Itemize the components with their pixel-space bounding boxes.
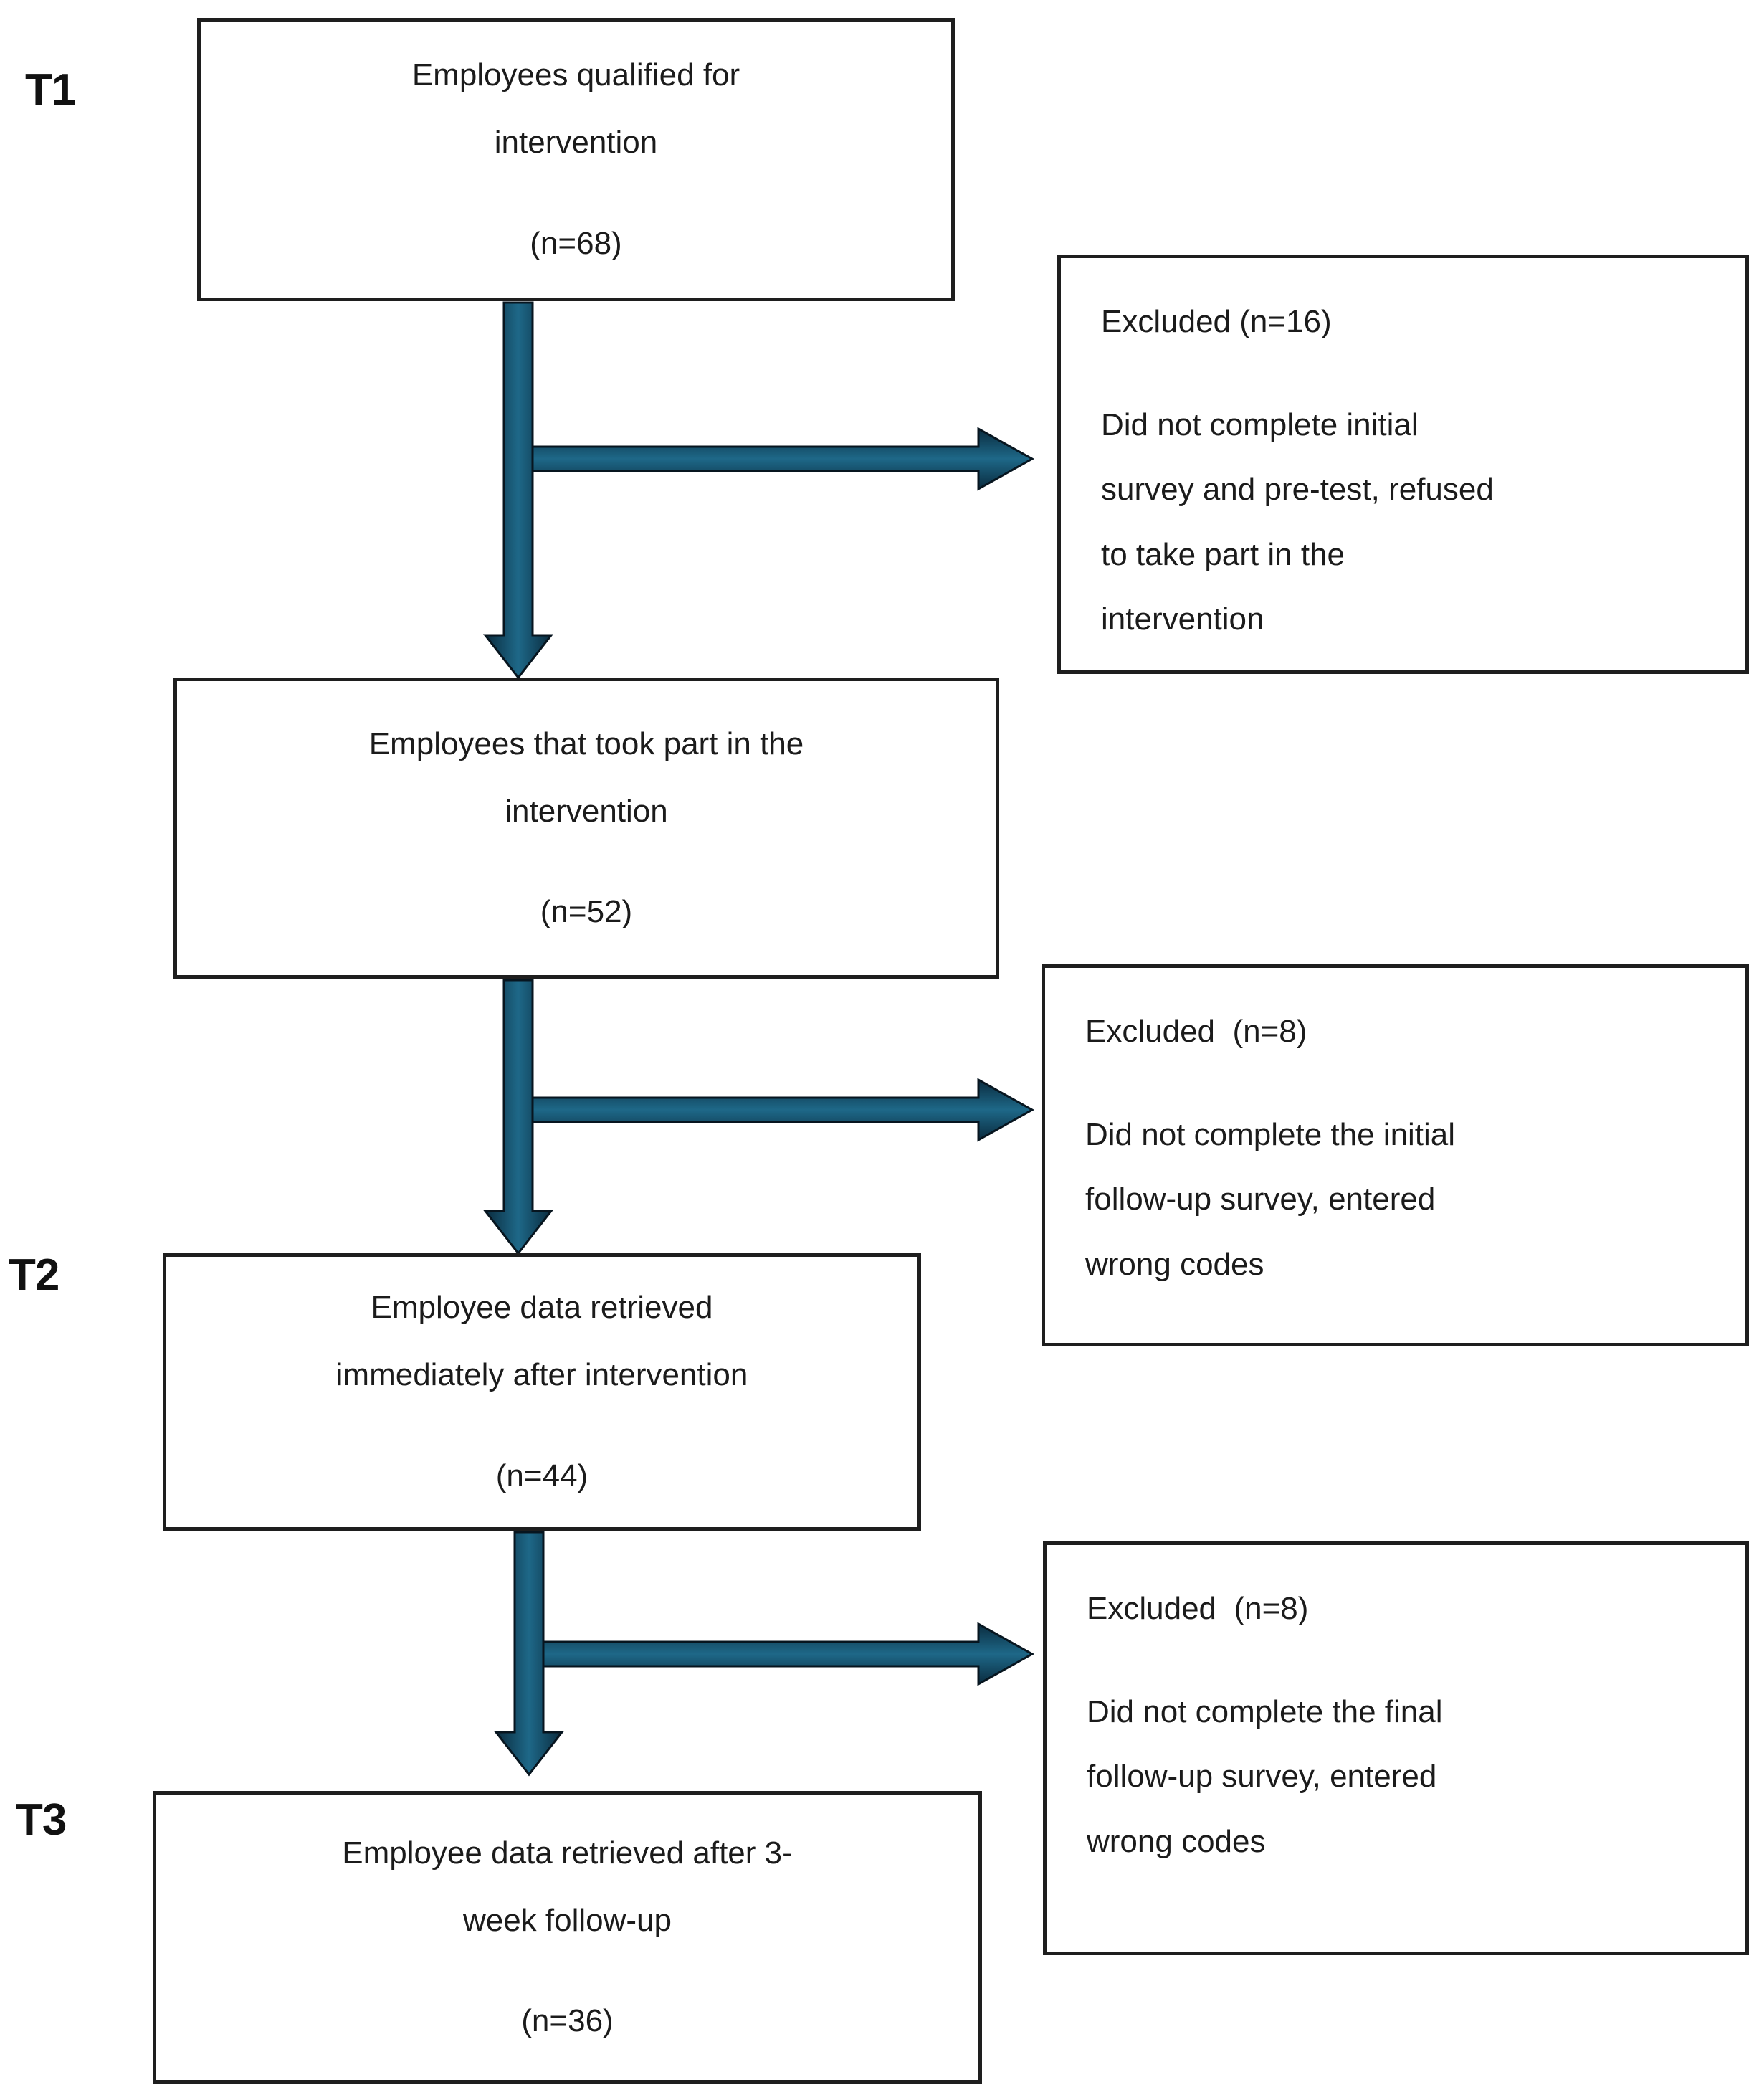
- arrow-right-excluded-2-icon: [507, 1078, 1035, 1142]
- exclusion-box-3: Excluded (n=8) Did not complete the fina…: [1043, 1541, 1749, 1955]
- exclusion-box-2-body: Did not complete the initial follow-up s…: [1085, 1117, 1456, 1282]
- exclusion-box-1: Excluded (n=16) Did not complete initial…: [1057, 255, 1749, 674]
- flow-box-took-part-n: (n=52): [540, 894, 633, 930]
- flow-box-took-part-text: Employees that took part in the interven…: [368, 726, 804, 829]
- flow-box-qualified-text: Employees qualified for intervention: [411, 57, 740, 161]
- arrow-down-t1-to-participants-icon: [482, 301, 554, 680]
- phase-label-t1: T1: [25, 65, 76, 115]
- arrow-right-excluded-1-icon: [507, 427, 1035, 491]
- exclusion-box-1-title: Excluded (n=16): [1101, 304, 1332, 339]
- flow-box-followup-text: Employee data retrieved after 3- week fo…: [342, 1835, 793, 1938]
- exclusion-box-1-body: Did not complete initial survey and pre-…: [1101, 407, 1494, 637]
- flow-box-after-intervention: Employee data retrieved immediately afte…: [163, 1253, 921, 1531]
- flow-box-qualified: Employees qualified for intervention (n=…: [197, 18, 955, 301]
- arrow-right-excluded-3-icon: [519, 1622, 1035, 1686]
- exclusion-box-2: Excluded (n=8) Did not complete the init…: [1042, 964, 1749, 1346]
- phase-label-t2: T2: [9, 1250, 59, 1300]
- arrow-down-t2-to-t3-icon: [493, 1531, 565, 1777]
- phase-label-t3: T3: [16, 1795, 67, 1845]
- exclusion-box-3-title: Excluded (n=8): [1087, 1591, 1309, 1626]
- exclusion-box-3-body: Did not complete the final follow-up sur…: [1087, 1694, 1443, 1859]
- arrow-down-participants-to-t2-icon: [482, 979, 554, 1255]
- flow-box-followup: Employee data retrieved after 3- week fo…: [153, 1791, 982, 2084]
- flow-box-followup-n: (n=36): [521, 2003, 614, 2039]
- flow-box-took-part: Employees that took part in the interven…: [173, 678, 999, 979]
- flow-box-after-intervention-n: (n=44): [495, 1458, 588, 1493]
- exclusion-box-2-title: Excluded (n=8): [1085, 1014, 1307, 1049]
- flow-box-qualified-n: (n=68): [530, 225, 622, 261]
- flow-box-after-intervention-text: Employee data retrieved immediately afte…: [335, 1290, 748, 1393]
